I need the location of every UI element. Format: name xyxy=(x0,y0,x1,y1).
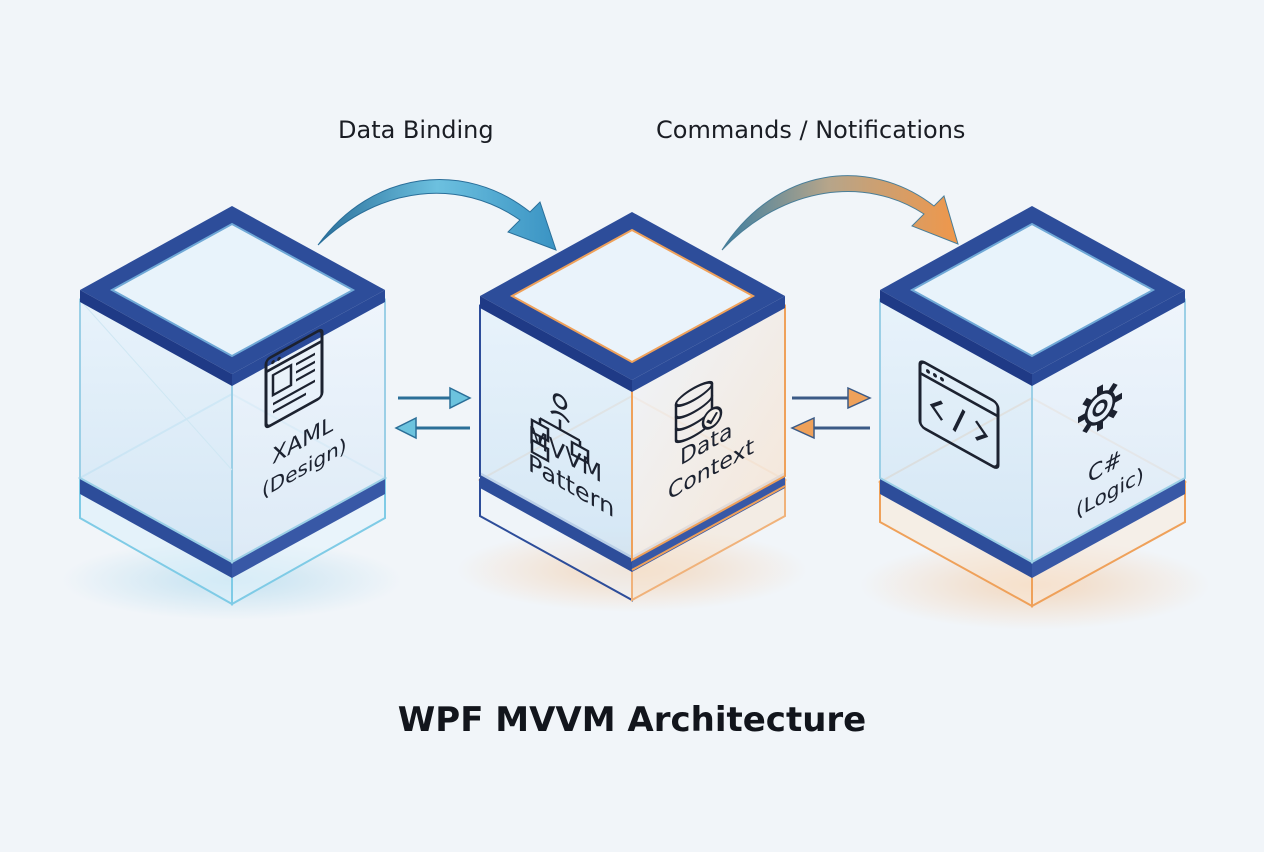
arrow-data-binding xyxy=(317,179,557,251)
cube-view-band-left xyxy=(80,478,232,578)
arrows-viewmodel-model xyxy=(790,386,872,440)
label-commands-notifications: Commands / Notifications xyxy=(656,116,966,144)
cube-viewmodel: MVVM Pattern Data Context xyxy=(457,212,807,612)
cube-model-band-right xyxy=(1032,478,1185,578)
cube-model: C# (Logic) xyxy=(860,206,1210,630)
cube-viewmodel-band-accent xyxy=(631,485,786,571)
cube-view-top-frame-left xyxy=(80,290,232,386)
cube-view-band-right xyxy=(232,478,385,578)
arrow-commands xyxy=(721,175,959,251)
window-layout-icon xyxy=(264,328,324,429)
arrow-right-head-2 xyxy=(847,386,872,410)
arrow-left-head-2 xyxy=(790,416,815,440)
arrow-left-head xyxy=(394,416,417,440)
cube-model-top-frame-left xyxy=(880,290,1032,386)
cube-view-top-glass xyxy=(109,222,356,358)
cube-view-top-frame-right xyxy=(232,290,385,386)
database-check-icon xyxy=(674,380,723,444)
code-window-icon xyxy=(918,360,1000,469)
cube-view: XAML (Design) xyxy=(62,206,402,620)
gear-icon xyxy=(1078,382,1122,434)
hierarchy-icon xyxy=(530,393,590,465)
arrow-data-binding-shape xyxy=(317,179,557,251)
arrow-right-head xyxy=(449,386,472,410)
arrow-commands-shape xyxy=(721,175,959,251)
cube-model-top-frame-right xyxy=(1032,290,1185,386)
cube-viewmodel-top-frame-right xyxy=(632,296,785,392)
cube-model-top-glass xyxy=(909,222,1156,358)
label-data-binding: Data Binding xyxy=(338,116,494,144)
diagram-title: WPF MVVM Architecture xyxy=(397,700,867,740)
arrows-view-viewmodel xyxy=(394,386,472,440)
cube-model-band-left xyxy=(880,478,1032,578)
cube-view-inner-diag xyxy=(79,299,233,471)
cube-viewmodel-top-frame-left xyxy=(480,296,632,392)
cube-viewmodel-top-glass xyxy=(509,228,756,364)
